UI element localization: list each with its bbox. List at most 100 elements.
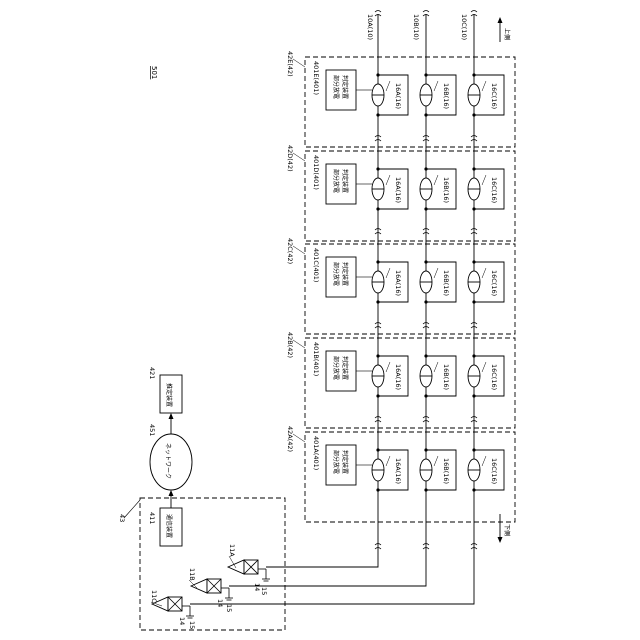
estimator-name: 推定装置 bbox=[165, 383, 173, 407]
pd-device-name-line1: 部分放電 bbox=[332, 450, 340, 474]
sensor-label: 16C(16) bbox=[490, 177, 498, 203]
junction-dot bbox=[424, 113, 427, 116]
junction-dot bbox=[424, 394, 427, 397]
sensor-label: 16C(16) bbox=[490, 270, 498, 296]
junction-dot bbox=[376, 167, 379, 170]
comm-device: 通信装置 411 bbox=[148, 508, 182, 546]
junction-dot bbox=[472, 73, 475, 76]
junction-dot bbox=[376, 113, 379, 116]
network-estimator-link bbox=[169, 413, 174, 434]
sensor-leader bbox=[482, 81, 486, 91]
insulator-cone bbox=[191, 579, 207, 593]
station-label: 43 bbox=[118, 514, 126, 522]
module-c: 42C(42)401C(401)部分放電判定装置16A(16)16B(16)16… bbox=[286, 238, 515, 334]
sensor-label: 16A(16) bbox=[394, 177, 402, 203]
module-d: 42D(42)401D(401)部分放電判定装置16A(16)16B(16)16… bbox=[286, 145, 515, 241]
junction-dot bbox=[472, 260, 475, 263]
terminations bbox=[152, 560, 270, 618]
termination-b bbox=[191, 579, 233, 600]
cable-label-c: 10C(10) bbox=[460, 14, 468, 40]
junction-dot bbox=[376, 394, 379, 397]
sensor-leader bbox=[386, 362, 390, 372]
module-e: 42E(42)401E(401)部分放電判定装置16A(16)16B(16)16… bbox=[286, 51, 515, 147]
junction-dot bbox=[424, 354, 427, 357]
module-a: 42A(42)401A(401)部分放電判定装置16A(16)16B(16)16… bbox=[286, 426, 515, 522]
figure-label: 501 bbox=[150, 66, 158, 79]
sensor-leader bbox=[386, 456, 390, 466]
junction-dot bbox=[472, 448, 475, 451]
junction-dot bbox=[376, 73, 379, 76]
ground-number-b: 15 bbox=[225, 604, 233, 612]
junction-dot bbox=[376, 300, 379, 303]
insulator-number-b: 14 bbox=[216, 599, 224, 607]
module-b: 42B(42)401B(401)部分放電判定装置16A(16)16B(16)16… bbox=[286, 332, 515, 428]
sensor-leader bbox=[434, 456, 438, 466]
comm-device-ref: 411 bbox=[148, 512, 156, 524]
estimator-device: 推定装置 421 bbox=[148, 367, 182, 413]
junction-dot bbox=[376, 260, 379, 263]
device-ref: 401A(401) bbox=[312, 436, 320, 470]
ground-number-c: 15 bbox=[188, 621, 196, 629]
pd-device-name-line1: 部分放電 bbox=[332, 262, 340, 286]
junction-dot bbox=[472, 300, 475, 303]
sensor-label: 16B(16) bbox=[442, 458, 450, 484]
module-label: 42C(42) bbox=[286, 238, 294, 264]
pd-device-name-line2: 判定装置 bbox=[341, 356, 349, 380]
sensor-leader bbox=[482, 175, 486, 185]
sensor-label: 16C(16) bbox=[490, 83, 498, 109]
pd-device-name-line2: 判定装置 bbox=[341, 169, 349, 193]
junction-dot bbox=[424, 73, 427, 76]
sensor-leader bbox=[386, 175, 390, 185]
svg-text:下側: 下側 bbox=[503, 524, 511, 536]
sensor-label: 16A(16) bbox=[394, 83, 402, 109]
pd-device-box bbox=[326, 70, 356, 110]
pd-device-box bbox=[326, 351, 356, 391]
termination-label-b: 11B bbox=[188, 568, 196, 581]
junction-dot bbox=[424, 300, 427, 303]
pd-device-box bbox=[326, 164, 356, 204]
cable-label-a: 10A(10) bbox=[366, 14, 374, 40]
direction-upper: 上側 bbox=[498, 17, 512, 42]
direction-lower: 下側 bbox=[498, 514, 512, 543]
sensor-label: 16A(16) bbox=[394, 458, 402, 484]
junction-dot bbox=[424, 448, 427, 451]
junction-dot bbox=[424, 167, 427, 170]
sensor-label: 16B(16) bbox=[442, 364, 450, 390]
network-ref: 451 bbox=[148, 424, 156, 436]
termination-label-c: 11C bbox=[150, 590, 158, 603]
cable-label-b: 10B(10) bbox=[412, 14, 420, 40]
insulator-number-a: 14 bbox=[253, 583, 261, 591]
network-name: ネットワーク bbox=[164, 443, 171, 479]
module-label: 42D(42) bbox=[286, 145, 294, 172]
sensor-label: 16B(16) bbox=[442, 177, 450, 203]
sensor-label: 16C(16) bbox=[490, 458, 498, 484]
module-label: 42A(42) bbox=[286, 426, 294, 452]
sensor-leader bbox=[482, 456, 486, 466]
junction-dot bbox=[424, 260, 427, 263]
pd-device-box bbox=[326, 257, 356, 297]
pd-device-box bbox=[326, 445, 356, 485]
junction-dot bbox=[472, 167, 475, 170]
sensor-leader bbox=[482, 362, 486, 372]
junction-dot bbox=[472, 113, 475, 116]
comm-network-link bbox=[169, 490, 174, 508]
junction-dot bbox=[424, 488, 427, 491]
sensor-label: 16C(16) bbox=[490, 364, 498, 390]
sensor-label: 16B(16) bbox=[442, 270, 450, 296]
sensor-label: 16A(16) bbox=[394, 364, 402, 390]
junction-dot bbox=[472, 207, 475, 210]
sensor-leader bbox=[386, 268, 390, 278]
module-label: 42B(42) bbox=[286, 332, 294, 358]
estimator-ref: 421 bbox=[148, 367, 156, 379]
device-ref: 401D(401) bbox=[312, 155, 320, 190]
insulator-number-c: 14 bbox=[178, 617, 186, 625]
junction-dot bbox=[376, 207, 379, 210]
junction-dot bbox=[472, 354, 475, 357]
insulator-cone bbox=[228, 560, 244, 574]
pd-device-name-line1: 部分放電 bbox=[332, 75, 340, 99]
sensor-leader bbox=[386, 81, 390, 91]
pd-device-name-line1: 部分放電 bbox=[332, 356, 340, 380]
junction-dot bbox=[376, 354, 379, 357]
sensor-label: 16B(16) bbox=[442, 83, 450, 109]
